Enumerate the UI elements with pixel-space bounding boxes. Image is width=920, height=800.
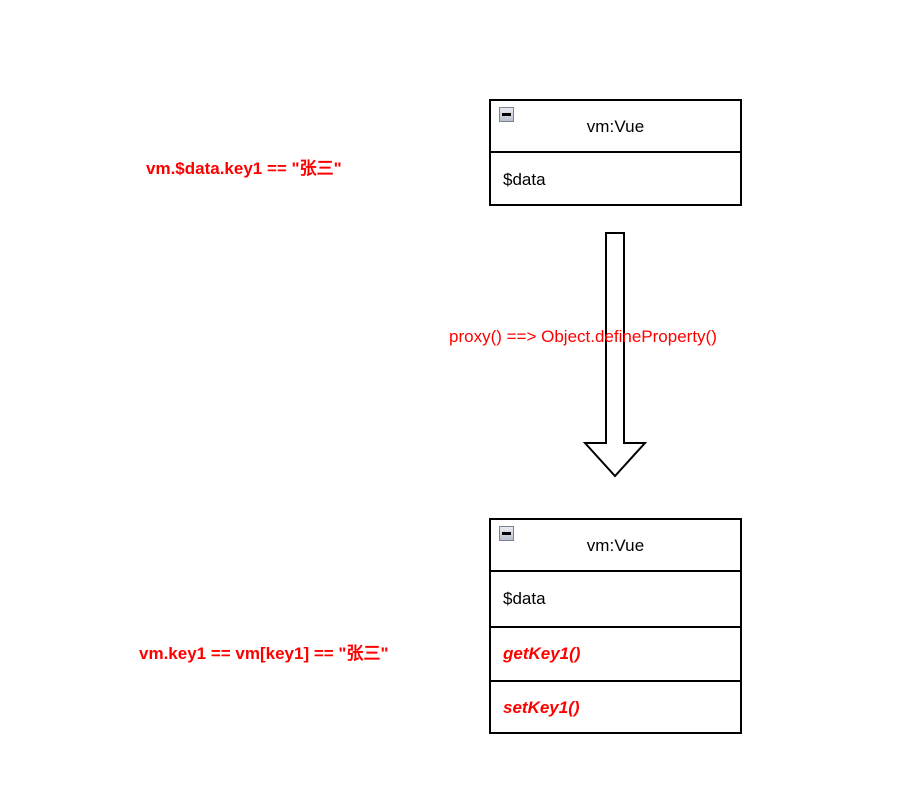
uml-class-box-bottom[interactable]: vm:Vue $data getKey1() setKey1() bbox=[489, 518, 742, 734]
uml-method-row-getter: getKey1() bbox=[491, 626, 740, 680]
uml-class-header-top: vm:Vue bbox=[491, 101, 740, 153]
minus-square-icon[interactable] bbox=[499, 107, 514, 122]
uml-attribute-row: $data bbox=[503, 170, 546, 189]
uml-class-header-bottom: vm:Vue bbox=[491, 520, 740, 572]
annotation-arrow-label: proxy() ==> Object.defineProperty() bbox=[449, 327, 717, 346]
uml-class-title-bottom: vm:Vue bbox=[586, 535, 645, 555]
annotation-top-left: vm.$data.key1 == "张三" bbox=[146, 159, 342, 178]
minus-square-icon[interactable] bbox=[499, 526, 514, 541]
annotation-bottom-left: vm.key1 == vm[key1] == "张三" bbox=[139, 644, 389, 663]
down-block-arrow bbox=[583, 232, 647, 478]
minus-bar bbox=[502, 113, 511, 116]
minus-bar bbox=[502, 532, 511, 535]
uml-class-box-top[interactable]: vm:Vue $data bbox=[489, 99, 742, 206]
down-block-arrow-shape bbox=[583, 232, 647, 478]
uml-attribute-row: $data bbox=[503, 589, 546, 608]
uml-method-row-setter: setKey1() bbox=[491, 680, 740, 734]
uml-class-title-top: vm:Vue bbox=[586, 116, 645, 136]
